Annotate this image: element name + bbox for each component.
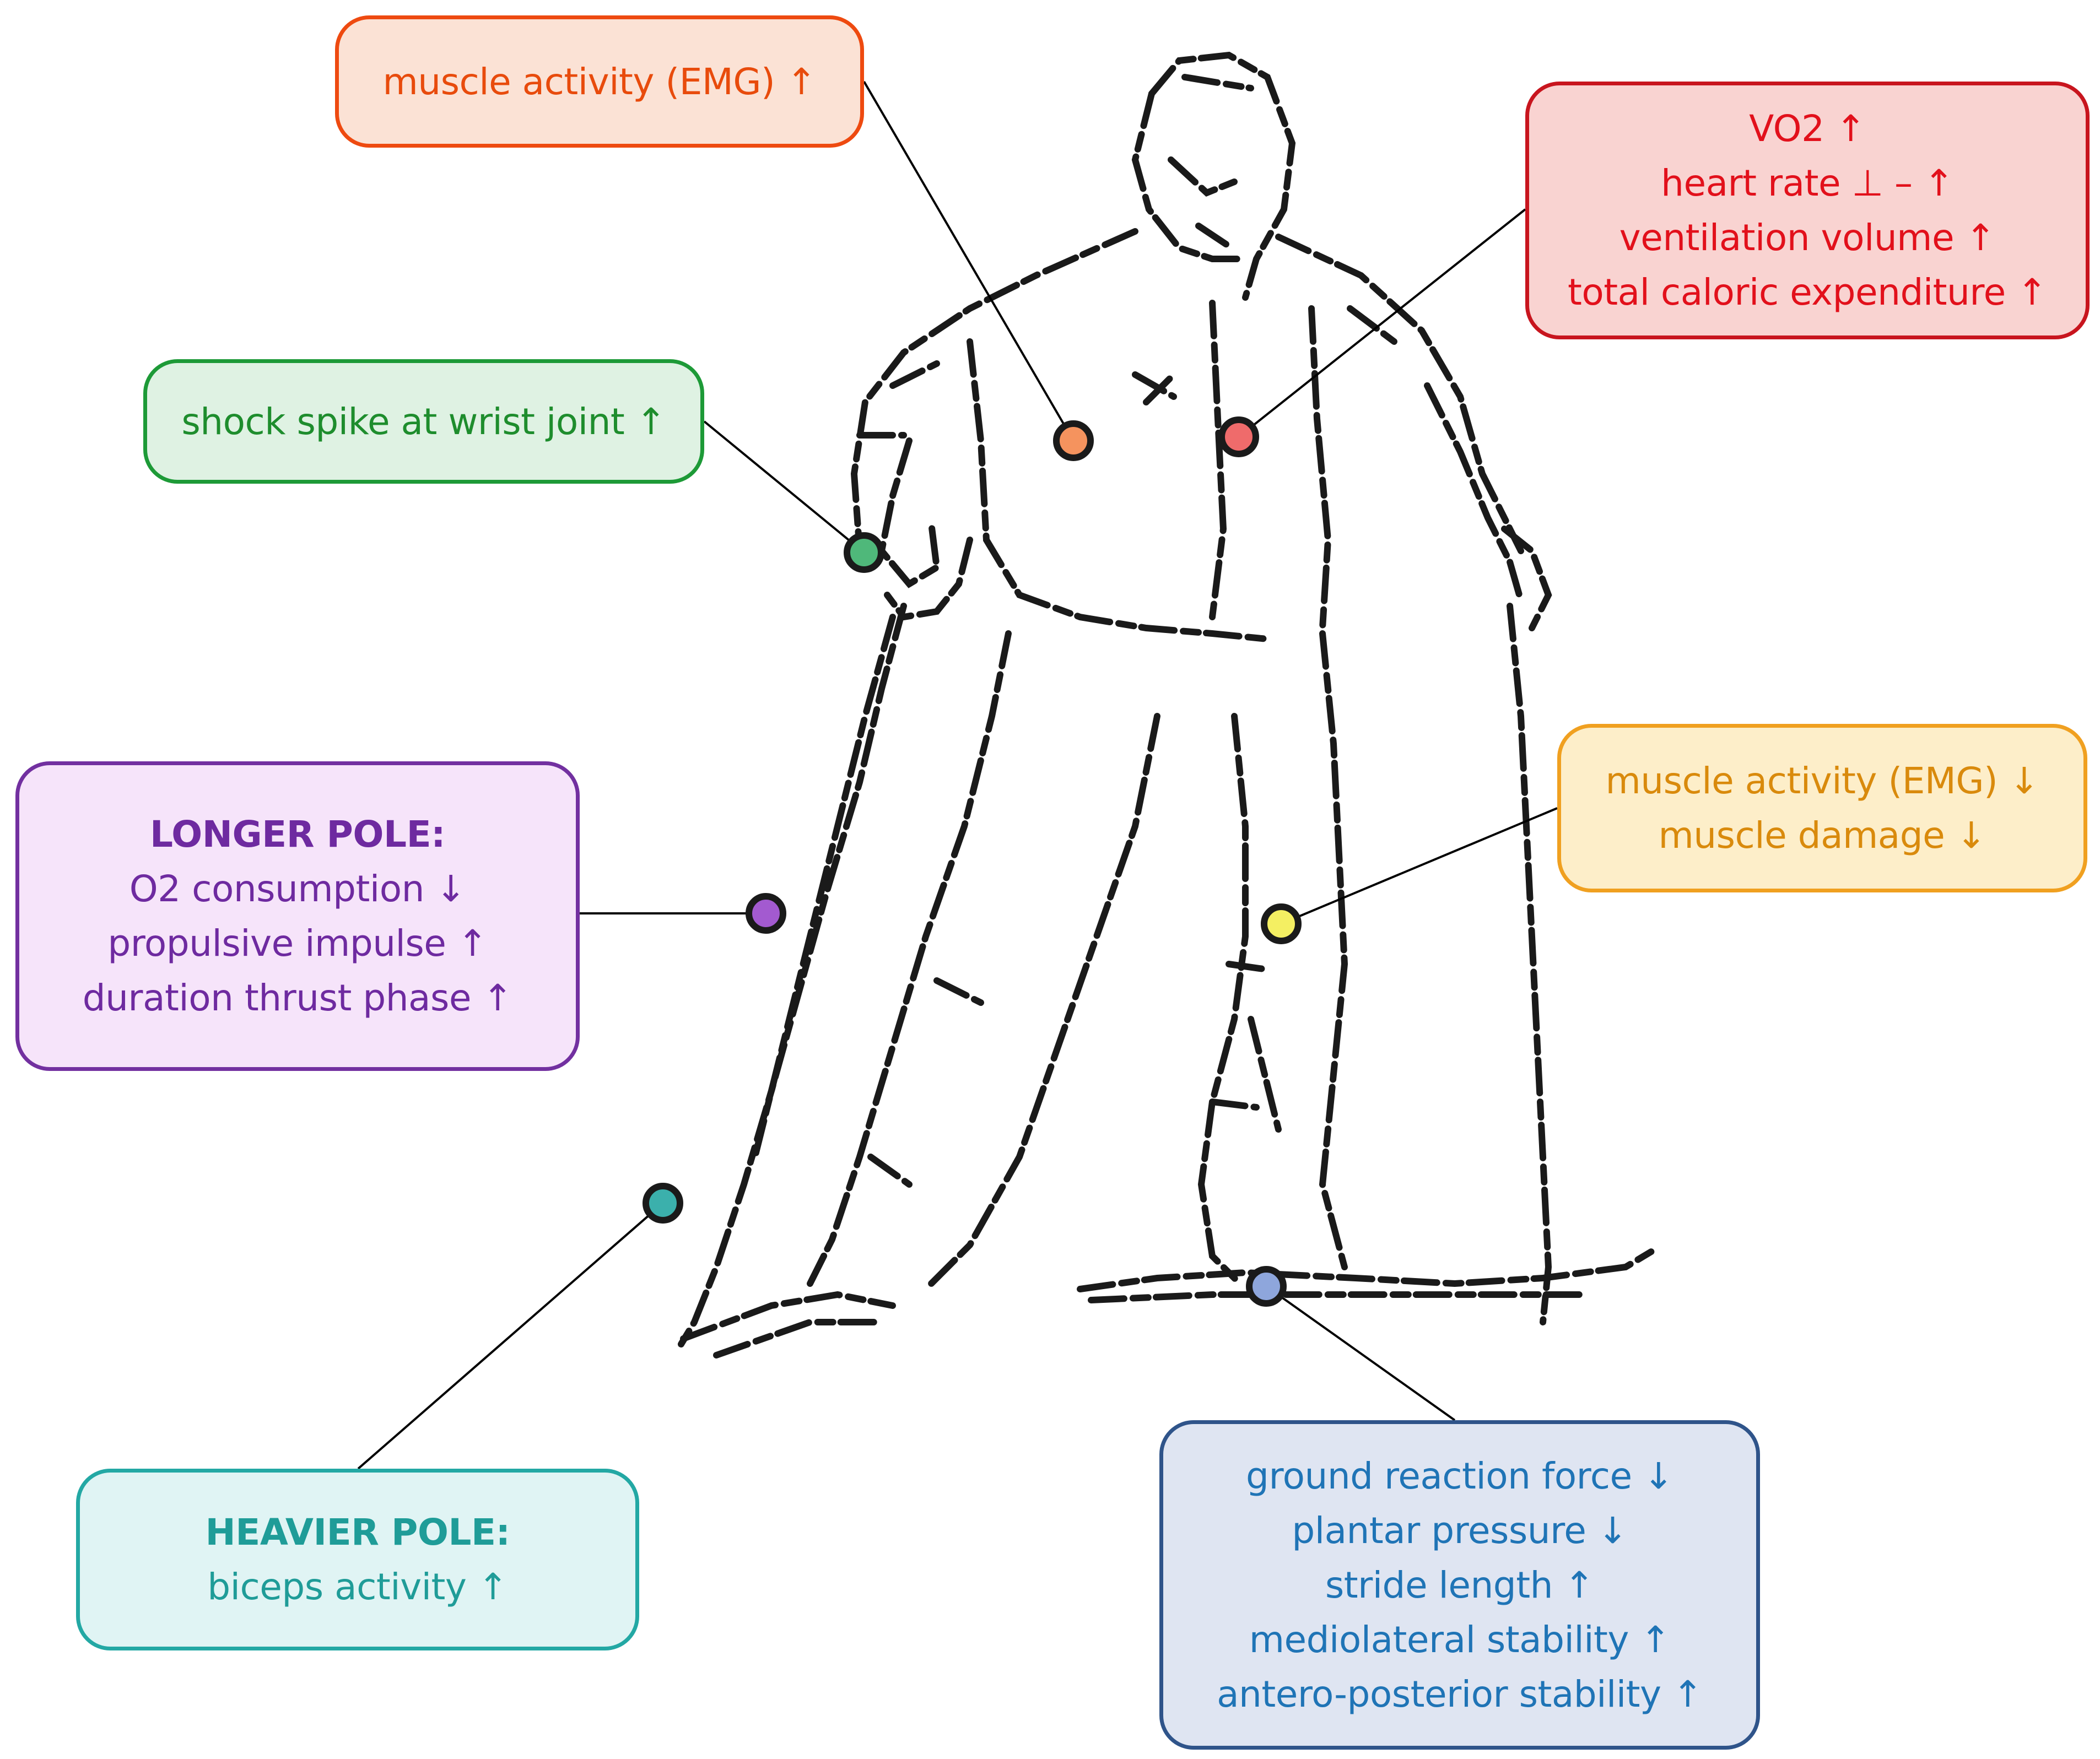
box-line: muscle activity (EMG) ↓ xyxy=(1605,760,2039,802)
box-line: shock spike at wrist joint ↑ xyxy=(181,400,666,443)
box-line: heart rate ⊥ – ↑ xyxy=(1661,162,1954,204)
leader-ground xyxy=(1265,1285,1456,1421)
box-line: biceps activity ↑ xyxy=(207,1566,508,1608)
emg-increase-box: muscle activity (EMG) ↑ xyxy=(335,15,864,148)
chest-marker xyxy=(1053,420,1094,461)
leader-heavier-pole xyxy=(357,1202,664,1470)
heavier-pole-box: HEAVIER POLE: biceps activity ↑ xyxy=(76,1469,639,1650)
box-line: mediolateral stability ↑ xyxy=(1249,1618,1671,1661)
box-heading: LONGER POLE: xyxy=(149,813,446,856)
box-line: plantar pressure ↓ xyxy=(1292,1509,1628,1552)
heart-marker xyxy=(1218,416,1259,457)
leader-cardio xyxy=(1238,208,1526,438)
thigh-marker xyxy=(1261,903,1302,944)
skier-sketch xyxy=(674,51,1656,1359)
box-line: propulsive impulse ↑ xyxy=(107,922,488,965)
box-line: antero-posterior stability ↑ xyxy=(1217,1673,1703,1715)
box-heading: HEAVIER POLE: xyxy=(205,1511,510,1554)
leader-emg-up xyxy=(863,80,1075,442)
wrist-marker xyxy=(844,532,884,573)
box-line: duration thrust phase ↑ xyxy=(82,977,513,1019)
cardio-box: VO2 ↑ heart rate ⊥ – ↑ ventilation volum… xyxy=(1525,82,2090,339)
box-line: muscle damage ↓ xyxy=(1658,814,1986,857)
leader-wrist xyxy=(703,420,865,554)
leader-emg-down xyxy=(1281,807,1558,925)
pole-mid-marker xyxy=(746,893,786,934)
box-line: ground reaction force ↓ xyxy=(1246,1454,1673,1497)
longer-pole-box: LONGER POLE: O2 consumption ↓ propulsive… xyxy=(15,761,580,1071)
box-line: stride length ↑ xyxy=(1325,1563,1595,1606)
emg-decrease-box: muscle activity (EMG) ↓ muscle damage ↓ xyxy=(1557,724,2087,892)
pole-low-marker xyxy=(643,1183,683,1224)
box-line: total caloric expenditure ↑ xyxy=(1568,271,2047,313)
box-line: O2 consumption ↓ xyxy=(129,868,466,910)
ground-force-box: ground reaction force ↓ plantar pressure… xyxy=(1159,1420,1760,1750)
foot-marker xyxy=(1246,1266,1287,1307)
box-line: ventilation volume ↑ xyxy=(1619,217,1996,259)
markers xyxy=(643,416,1302,1307)
box-line: muscle activity (EMG) ↑ xyxy=(382,60,817,103)
box-line: VO2 ↑ xyxy=(1749,107,1866,150)
leader-lines xyxy=(357,80,1558,1470)
wrist-shock-box: shock spike at wrist joint ↑ xyxy=(143,359,704,484)
